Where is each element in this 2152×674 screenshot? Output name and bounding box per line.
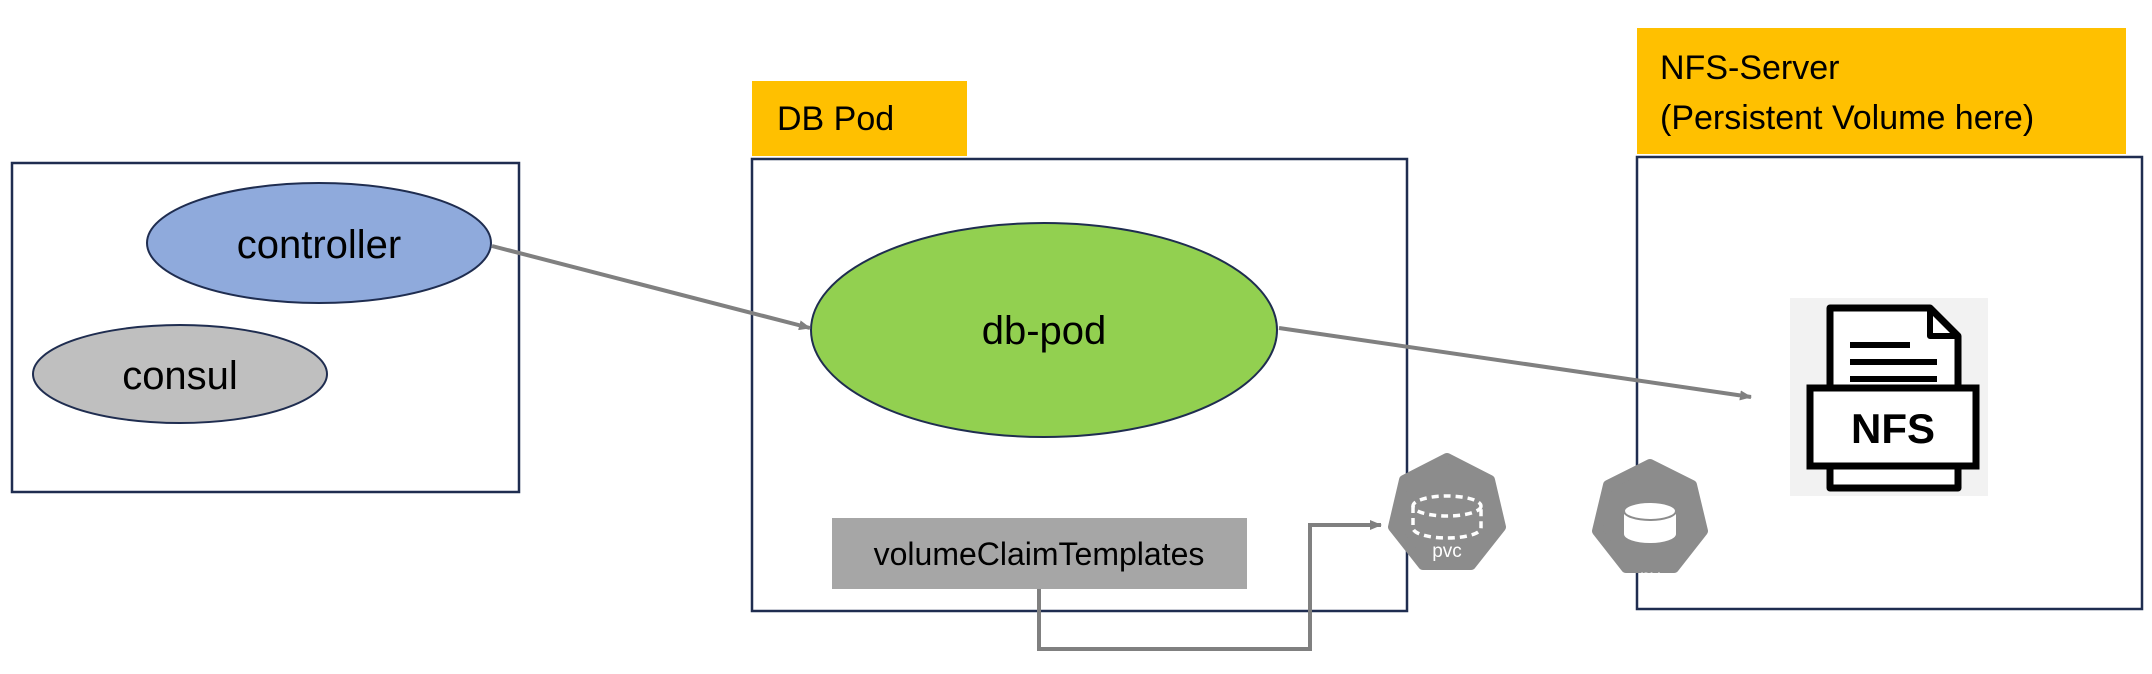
db-pod-box xyxy=(750,157,1409,613)
arrow-db-pod-to-nfs xyxy=(1278,326,1752,401)
volume-claim-templates-box[interactable] xyxy=(832,518,1247,589)
nfs-server-box xyxy=(1635,155,2144,611)
pvc-label: pvc xyxy=(1432,541,1462,562)
controller-node[interactable] xyxy=(146,182,492,304)
arrow-templates-to-pvc xyxy=(1037,520,1382,651)
left-group-box xyxy=(10,161,521,494)
pv-label: pv xyxy=(1640,567,1661,588)
nfs-icon-label: NFS xyxy=(1851,405,1935,452)
db-pod-label: db-pod xyxy=(982,309,1107,353)
nfs-server-title-line1: NFS-Server xyxy=(1660,49,1839,87)
controller-label: controller xyxy=(237,223,402,267)
db-pod-header xyxy=(752,81,967,156)
nfs-server-title-line2: (Persistent Volume here) xyxy=(1660,99,2034,137)
pvc-icon: pvc xyxy=(1388,453,1506,570)
pv-icon: pv xyxy=(1592,459,1708,588)
nfs-server-header xyxy=(1637,28,2126,154)
consul-label: consul xyxy=(122,354,238,398)
db-pod-node[interactable] xyxy=(810,222,1278,438)
db-pod-title: DB Pod xyxy=(777,100,894,138)
consul-node[interactable] xyxy=(32,324,328,424)
nfs-file-icon: NFS xyxy=(1790,298,1988,496)
arrow-controller-to-db-pod xyxy=(491,244,811,331)
volume-claim-templates-label: volumeClaimTemplates xyxy=(874,536,1205,572)
